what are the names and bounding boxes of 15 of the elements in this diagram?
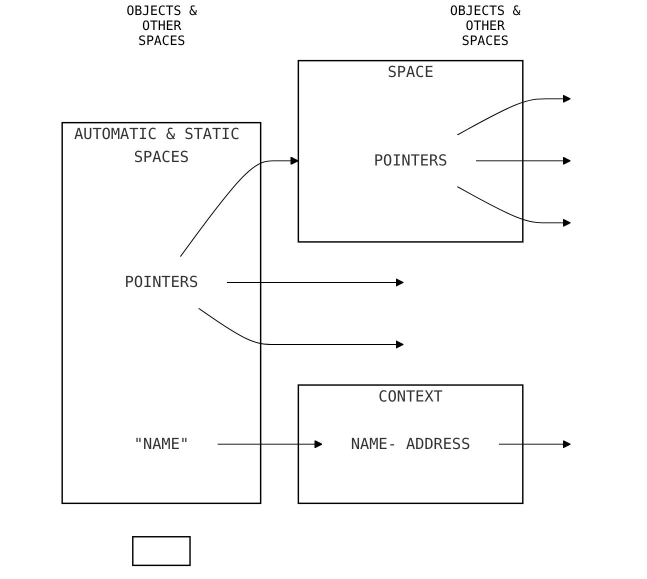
node-text: NAME- ADDRESS [350,434,470,453]
node-text: "NAME" [134,434,189,453]
arrow [475,156,571,166]
arrow [198,308,404,349]
arrow [217,440,323,448]
node-box [132,536,191,566]
node-text: POINTERS [124,272,198,292]
arrow [180,156,299,258]
column-heading: OBJECTS & OTHER SPACES [449,4,522,49]
arrow [456,186,571,228]
arrow [498,440,571,448]
column-heading: OBJECTS & OTHER SPACES [126,4,198,49]
arrow [456,94,571,136]
arrow [226,278,404,287]
node-text: POINTERS [374,151,448,170]
